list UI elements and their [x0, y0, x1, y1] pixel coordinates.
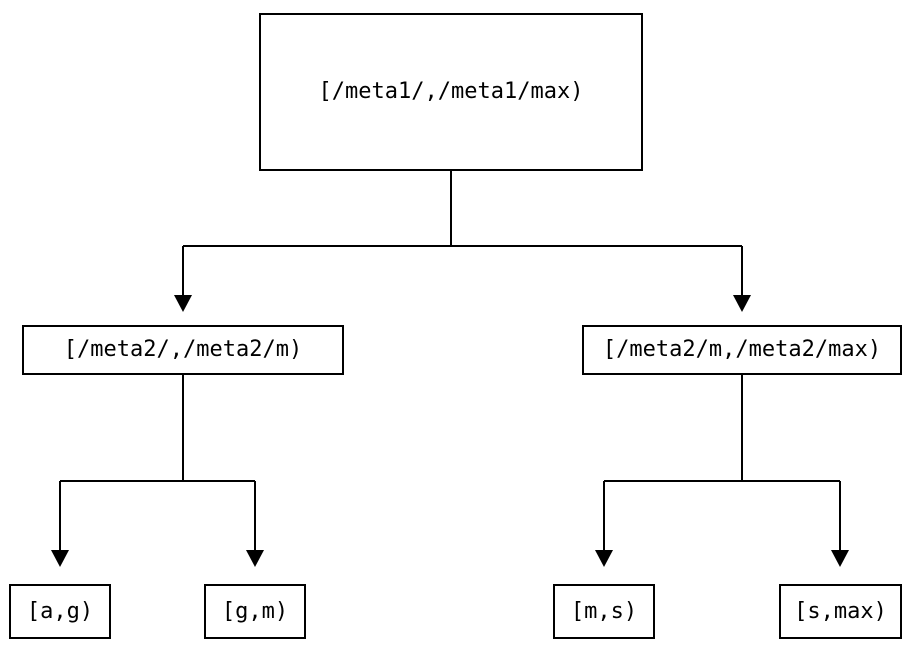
- edge-left-to-leaves: [51, 375, 264, 567]
- node-root: [/meta1/,/meta1/max): [259, 13, 643, 171]
- edge-right-to-leaves: [595, 375, 849, 567]
- node-leaf-gm: [g,m): [204, 584, 306, 639]
- arrowhead-down-leaf1: [246, 550, 264, 567]
- arrowhead-down-leaf2: [595, 550, 613, 567]
- node-leaf-ag-label: [a,g): [26, 598, 94, 624]
- node-root-label: [/meta1/,/meta1/max): [318, 79, 584, 104]
- arrowhead-down-leaf3: [831, 550, 849, 567]
- node-leaf-ms: [m,s): [553, 584, 655, 639]
- node-level2-left-label: [/meta2/,/meta2/m): [63, 337, 303, 362]
- node-leaf-ms-label: [m,s): [570, 598, 638, 624]
- node-level2-right-label: [/meta2/m,/meta2/max): [602, 337, 882, 362]
- node-leaf-ag: [a,g): [9, 584, 111, 639]
- node-leaf-smax: [s,max): [779, 584, 902, 639]
- arrowhead-down-leaf0: [51, 550, 69, 567]
- node-leaf-gm-label: [g,m): [221, 598, 289, 624]
- node-leaf-smax-label: [s,max): [794, 598, 887, 624]
- node-level2-left: [/meta2/,/meta2/m): [22, 325, 344, 375]
- arrowhead-down-right: [733, 295, 751, 312]
- edge-root-to-level2: [174, 171, 751, 312]
- node-level2-right: [/meta2/m,/meta2/max): [582, 325, 902, 375]
- arrowhead-down-left: [174, 295, 192, 312]
